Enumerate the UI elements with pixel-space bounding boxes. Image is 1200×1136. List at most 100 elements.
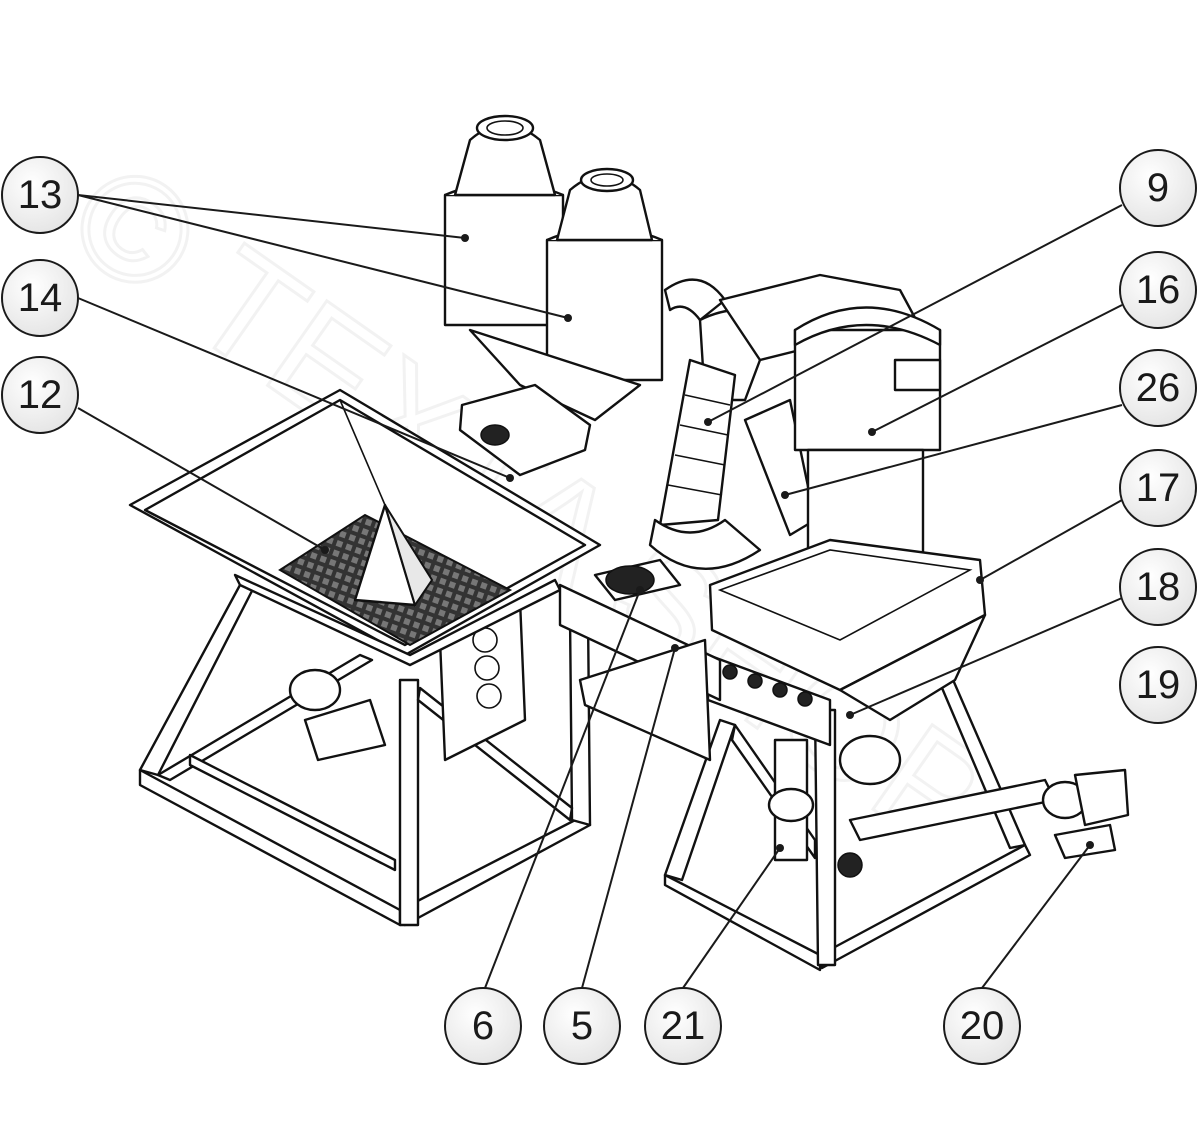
leader-14-dot — [506, 474, 514, 482]
callout-13-label: 13 — [18, 173, 63, 217]
callout-19-circle — [1119, 646, 1197, 724]
plate-hole-3 — [476, 683, 502, 709]
leader-16-dot — [868, 428, 876, 436]
leader-13a — [77, 194, 466, 239]
separator-lower-hopper — [838, 613, 987, 722]
callout-9-label: 9 — [1147, 166, 1169, 210]
leader-20 — [981, 844, 1091, 989]
callout-26: 26 — [1119, 349, 1197, 427]
hose-rib-4 — [667, 484, 723, 496]
center-conveyor — [558, 558, 722, 762]
callout-26-circle — [1119, 349, 1197, 427]
callout-5-circle — [543, 987, 621, 1065]
callout-6: 6 — [444, 987, 522, 1065]
callout-17: 17 — [1119, 449, 1197, 527]
leader-17-dot — [976, 576, 984, 584]
callout-14: 14 — [1, 259, 79, 337]
callout-5-label: 5 — [571, 1004, 593, 1048]
leader-21 — [682, 847, 781, 989]
leader-lines — [77, 194, 1123, 989]
separator-inlet-box — [893, 358, 942, 392]
left-frame-post-front — [398, 678, 420, 927]
pipe-fitting — [767, 787, 815, 823]
callout-21-circle — [644, 987, 722, 1065]
leader-18-dot — [846, 711, 854, 719]
callout-13: 13 — [1, 156, 79, 234]
callout-19: 19 — [1119, 646, 1197, 724]
conveyor-motor — [605, 565, 655, 595]
cyclone-front-outlet-inner — [590, 173, 624, 187]
corrugated-hose — [658, 358, 737, 527]
hose-rib-1 — [684, 394, 731, 406]
cyclone-rear-body — [443, 193, 565, 327]
callout-20-circle — [943, 987, 1021, 1065]
cyclone-front-outlet — [579, 167, 635, 193]
gearbox — [1073, 768, 1130, 827]
callout-14-circle — [1, 259, 79, 337]
twin-cyclones — [443, 114, 664, 477]
fan-motor — [838, 734, 902, 786]
hose-lower-bend — [648, 518, 762, 570]
leader-17 — [979, 499, 1123, 581]
callout-16: 16 — [1119, 251, 1197, 329]
callout-12-circle — [1, 356, 79, 434]
leader-9 — [707, 204, 1123, 423]
leader-16 — [871, 304, 1123, 433]
callout-17-circle — [1119, 449, 1197, 527]
cyclone-front-body — [545, 238, 664, 382]
leader-12 — [77, 407, 326, 551]
leader-6-dot — [636, 586, 644, 594]
leader-26-dot — [781, 491, 789, 499]
leader-21-dot — [776, 844, 784, 852]
left-frame-base-right — [398, 813, 592, 927]
left-vibration-motor — [288, 668, 342, 712]
leader-18 — [849, 597, 1123, 716]
cyclone-rear-outlet — [475, 114, 535, 142]
callout-20-label: 20 — [960, 1004, 1005, 1048]
left-outlet-chute — [303, 698, 387, 762]
cyclone-discharge-box — [458, 383, 592, 477]
callout-5: 5 — [543, 987, 621, 1065]
leader-5-dot — [671, 644, 679, 652]
separator-base-box-lid — [717, 549, 973, 641]
leader-5 — [581, 647, 676, 989]
callout-13-circle — [1, 156, 79, 234]
callout-6-label: 6 — [472, 1004, 494, 1048]
hose-rib-2 — [679, 424, 729, 436]
leader-12-dot — [321, 546, 329, 554]
control-knob-3 — [772, 682, 788, 698]
left-frame-rail — [188, 753, 397, 872]
right-frame-post-front — [813, 708, 837, 967]
leader-20-dot — [1086, 841, 1094, 849]
funnel-edge-line — [339, 399, 386, 506]
cyclone-rear-outlet-inner — [486, 120, 524, 136]
control-knob-4 — [797, 691, 813, 707]
callout-16-label: 16 — [1136, 268, 1181, 312]
leader-26 — [784, 404, 1123, 496]
callout-18-label: 18 — [1136, 565, 1181, 609]
callout-21: 21 — [644, 987, 722, 1065]
leader-14 — [77, 297, 511, 479]
separator-top-lid — [793, 306, 942, 347]
right-separator-unit — [663, 538, 1130, 972]
callout-12-label: 12 — [18, 373, 63, 417]
lower-motor — [837, 852, 863, 878]
plate-hole-2 — [474, 655, 500, 681]
callout-26-label: 26 — [1136, 366, 1181, 410]
rotary-valve-motor — [480, 424, 510, 446]
callout-12: 12 — [1, 356, 79, 434]
left-hopper-unit — [128, 388, 602, 927]
gear-motor-mount — [1053, 823, 1117, 860]
callout-21-label: 21 — [661, 1004, 706, 1048]
callout-18: 18 — [1119, 548, 1197, 626]
callout-14-label: 14 — [18, 276, 63, 320]
flex-hose-top — [663, 278, 727, 322]
leader-13a-dot — [461, 234, 469, 242]
left-frame-post-right — [568, 613, 592, 827]
callout-6-circle — [444, 987, 522, 1065]
callout-16-circle — [1119, 251, 1197, 329]
hose-rib-3 — [674, 454, 726, 466]
left-frame-leg-a — [138, 583, 257, 777]
control-knob-2 — [747, 673, 763, 689]
